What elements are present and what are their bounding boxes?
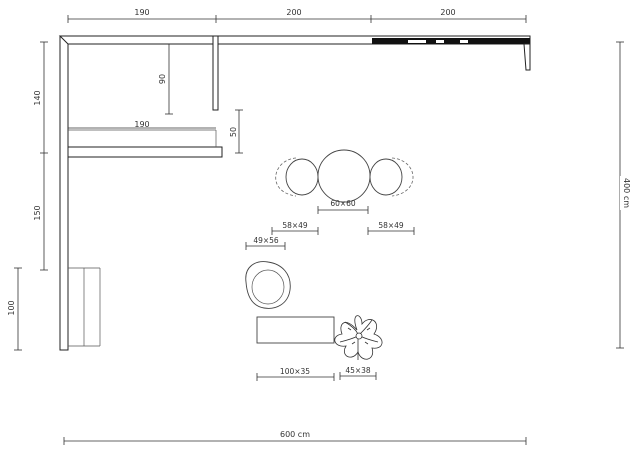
inner-room-wall <box>212 35 219 111</box>
dining-chair-left <box>275 157 319 197</box>
right-end-wall <box>523 43 531 71</box>
dim-armchair: 49×56 <box>253 236 279 245</box>
left-wall <box>59 35 69 351</box>
bottom-dimension-line: 600 cm <box>63 430 527 445</box>
dim-chair-left: 58×49 <box>282 221 308 230</box>
dim-bottom-total: 600 cm <box>280 430 310 439</box>
dining-chair-right <box>369 157 414 197</box>
dim-bench: 100×35 <box>280 367 310 376</box>
top-dimension-line: 190 200 200 <box>67 8 527 23</box>
walls <box>58 35 531 351</box>
dim-table: 60×60 <box>330 199 356 208</box>
dim-top-left: 190 <box>134 8 149 17</box>
top-wall-dark-segment <box>372 38 530 44</box>
dim-right-total: 400 cm <box>622 178 631 208</box>
right-dimension-line: 400 cm <box>616 41 631 349</box>
bench: 100×35 <box>256 316 335 381</box>
dim-left-bottom: 100 <box>7 300 16 315</box>
armchair: 49×56 <box>245 236 291 309</box>
top-wall-left <box>58 35 219 45</box>
bench-top <box>256 316 335 344</box>
dining-set: 60×60 58×49 58×49 <box>271 149 415 235</box>
dim-gap: 50 <box>229 127 238 137</box>
dim-top-right: 200 <box>440 8 455 17</box>
dim-left-middle: 150 <box>33 205 42 220</box>
dim-left-top: 140 <box>33 90 42 105</box>
dim-plant: 45×38 <box>345 366 371 375</box>
dining-table <box>317 149 371 203</box>
divider-wall <box>67 146 223 158</box>
dim-inner-width: 190 <box>134 120 149 129</box>
dim-chair-right: 58×49 <box>378 221 404 230</box>
left-dimension-line: 140 150 100 <box>7 41 48 351</box>
interior-dimensions: 90 190 50 <box>68 44 243 154</box>
dim-inner-height: 90 <box>158 74 167 84</box>
dim-top-middle: 200 <box>286 8 301 17</box>
plant: 45×38 <box>334 315 383 380</box>
